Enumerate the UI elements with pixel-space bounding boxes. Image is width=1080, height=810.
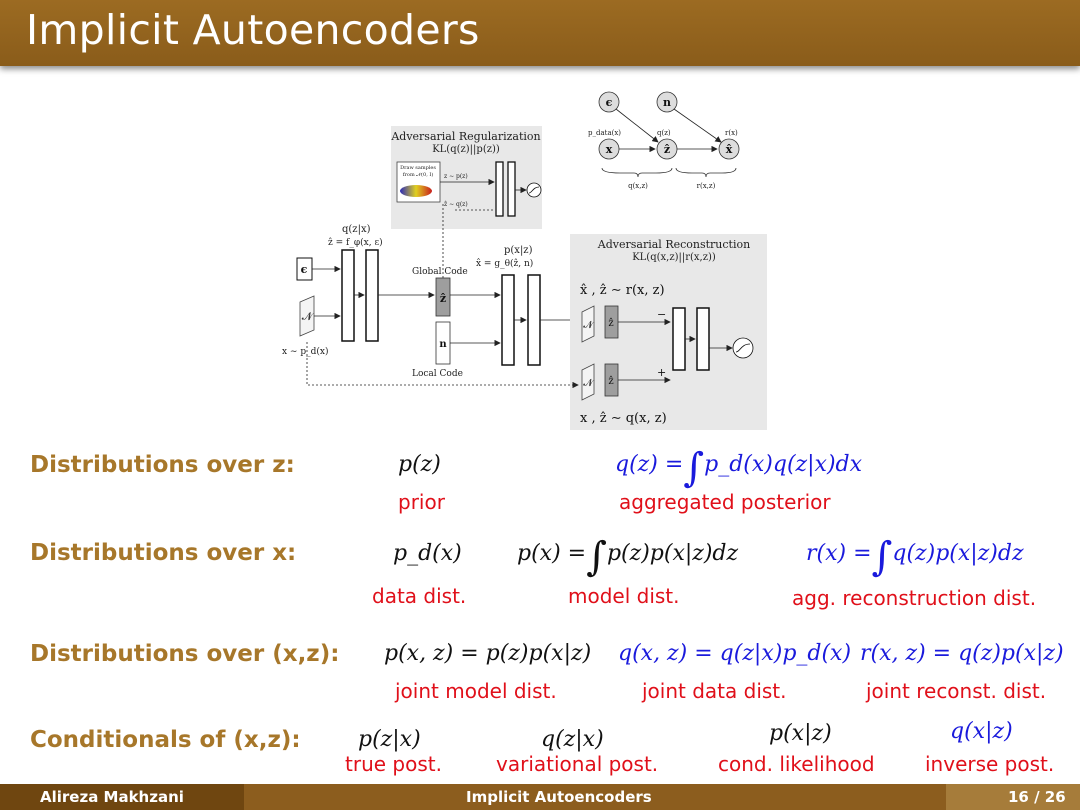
- inv-post-caption: inverse post.: [925, 752, 1055, 776]
- slide-title: Implicit Autoencoders: [26, 6, 480, 54]
- var-post-caption: variational post.: [496, 752, 659, 776]
- agg-posterior-expr: q(z) =∫p_d(x)q(z|x)dx: [615, 445, 863, 491]
- pgm-node-xhat: [718, 138, 740, 160]
- svg-text:x: x: [606, 143, 613, 156]
- svg-text:x , ẑ ∼ q(x, z): x , ẑ ∼ q(x, z): [580, 411, 667, 426]
- agg-rec-caption: agg. reconstruction dist.: [792, 586, 1037, 610]
- footer-page-number: 16 / 26: [1008, 788, 1066, 806]
- svg-text:Global Code: Global Code: [412, 267, 468, 277]
- footer-author: Alireza Makhzani: [40, 788, 184, 806]
- true-post-caption: true post.: [345, 752, 442, 776]
- footer-page-section: 16 / 26: [946, 784, 1080, 810]
- adv-rec-title: Adversarial Reconstruction: [597, 238, 750, 251]
- agg-rec-expr: r(x) =∫q(z)p(x|z)dz: [806, 534, 1024, 580]
- model-dist-expr: p(x) =∫p(z)p(x|z)dz: [517, 534, 739, 580]
- svg-text:Local Code: Local Code: [412, 369, 463, 379]
- footer-title: Implicit Autoencoders: [466, 788, 652, 806]
- joint-data-caption: joint data dist.: [642, 679, 787, 703]
- svg-text:x ∼ p_d(x): x ∼ p_d(x): [282, 346, 328, 357]
- row-label-cond: Conditionals of (x,z):: [30, 727, 301, 753]
- joint-model-caption: joint model dist.: [395, 679, 557, 703]
- svg-text:ϵ: ϵ: [301, 263, 308, 276]
- svg-text:q(x,z): q(x,z): [628, 182, 648, 190]
- svg-text:n: n: [439, 339, 447, 350]
- data-dist-expr: p_d(x): [393, 541, 462, 566]
- footer-author-section: Alireza Makhzani: [0, 784, 244, 810]
- true-post-expr: p(z|x): [358, 727, 421, 752]
- pgm-node-eps: [598, 91, 620, 113]
- prior-expr: p(z): [398, 452, 441, 477]
- row-label-x: Distributions over x:: [30, 540, 297, 566]
- model-dist-caption: model dist.: [568, 584, 680, 608]
- svg-text:p_data(x): p_data(x): [588, 129, 621, 137]
- x-input-image: [299, 295, 315, 337]
- svg-text:ẑ ∼ q(z): ẑ ∼ q(z): [444, 201, 468, 208]
- svg-text:𝓝: 𝓝: [583, 320, 595, 331]
- inv-post-expr: q(x|z): [950, 719, 1013, 744]
- svg-text:x̂: x̂: [726, 143, 733, 156]
- joint-data-expr: q(x, z) = q(z|x)p_d(x): [618, 641, 852, 666]
- agg-posterior-caption: aggregated posterior: [619, 490, 831, 514]
- adv-rec-kl: KL(q(x,z)||r(x,z)): [632, 252, 716, 263]
- svg-text:p(x|z): p(x|z): [504, 245, 533, 256]
- adv-rec-panel: [570, 234, 767, 430]
- joint-rec-expr: r(x, z) = q(z)p(x|z): [860, 641, 1064, 666]
- architecture-figure: Adversarial Regularization KL(q(z)||p(z)…: [282, 91, 767, 430]
- rec-discriminator-layer-2: [696, 307, 710, 371]
- cond-lik-caption: cond. likelihood: [718, 752, 875, 776]
- svg-text:from 𝒩(0, I): from 𝒩(0, I): [403, 171, 434, 178]
- svg-text:𝓝: 𝓝: [583, 378, 595, 389]
- adv-reg-kl: KL(q(z)||p(z)): [432, 144, 500, 155]
- svg-text:Draw samples: Draw samples: [400, 165, 436, 171]
- joint-model-expr: p(x, z) = p(z)p(x|z): [384, 641, 592, 666]
- svg-text:ẑ: ẑ: [440, 292, 446, 305]
- svg-text:ϵ: ϵ: [606, 96, 613, 109]
- svg-text:x̂ , ẑ ∼ r(x, z): x̂ , ẑ ∼ r(x, z): [580, 283, 665, 298]
- decoder-layer-2: [527, 274, 541, 366]
- pgm-node-n: [656, 91, 678, 113]
- title-bar: Implicit Autoencoders: [0, 0, 1080, 66]
- prior-caption: prior: [398, 490, 445, 514]
- svg-text:ẑ: ẑ: [664, 143, 670, 156]
- svg-text:x̂ = g_θ(ẑ, n): x̂ = g_θ(ẑ, n): [476, 258, 533, 269]
- encoder-layer-1: [341, 249, 355, 342]
- joint-rec-caption: joint reconst. dist.: [866, 679, 1047, 703]
- decoder-layer-1: [501, 274, 515, 366]
- svg-text:r(x,z): r(x,z): [697, 182, 716, 190]
- cond-lik-expr: p(x|z): [769, 721, 832, 746]
- svg-text:r(x): r(x): [725, 129, 738, 137]
- rec-discriminator-sigmoid: [732, 337, 754, 359]
- gaussian-plot: [400, 185, 432, 197]
- svg-text:q(z): q(z): [657, 129, 671, 137]
- rec-discriminator-layer-1: [672, 307, 686, 371]
- svg-text:z ∼ p(z): z ∼ p(z): [444, 173, 468, 180]
- footer-title-section: Implicit Autoencoders: [244, 784, 946, 810]
- row-label-xz: Distributions over (x,z):: [30, 641, 340, 667]
- svg-text:ẑ = f_φ(x, ε): ẑ = f_φ(x, ε): [328, 237, 383, 248]
- svg-text:𝓝: 𝓝: [302, 310, 315, 323]
- reg-discriminator-sigmoid: [526, 182, 542, 198]
- svg-text:n: n: [663, 96, 671, 109]
- svg-text:ẑ: ẑ: [608, 318, 613, 329]
- data-dist-caption: data dist.: [372, 584, 467, 608]
- svg-text:+: +: [657, 366, 666, 379]
- svg-text:ẑ: ẑ: [608, 376, 613, 387]
- adv-reg-title: Adversarial Regularization: [390, 130, 540, 143]
- svg-text:q(z|x): q(z|x): [342, 224, 371, 235]
- svg-text:−: −: [657, 308, 666, 321]
- encoder-layer-2: [365, 249, 379, 342]
- row-label-z: Distributions over z:: [30, 452, 295, 478]
- var-post-expr: q(z|x): [541, 727, 604, 752]
- footer: Alireza Makhzani Implicit Autoencoders 1…: [0, 784, 1080, 810]
